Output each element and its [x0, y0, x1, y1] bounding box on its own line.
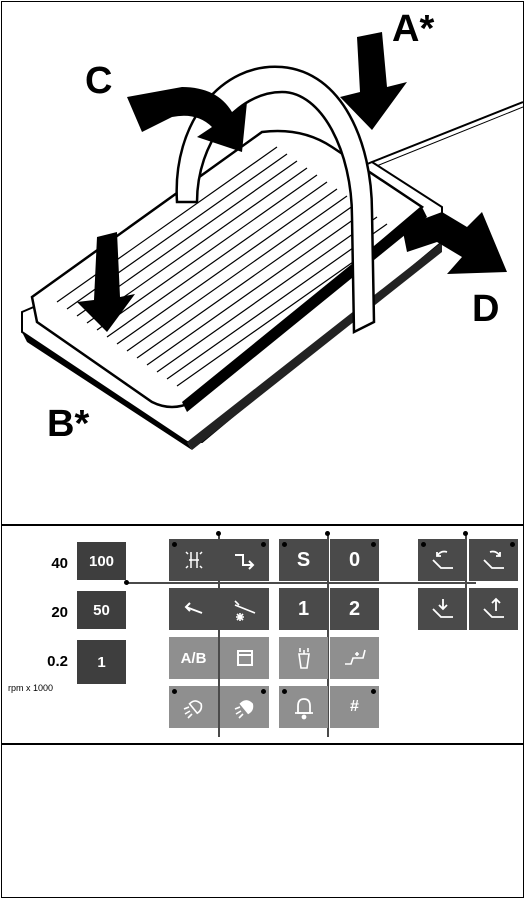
window-icon	[236, 650, 253, 666]
two-key[interactable]: 2	[330, 588, 379, 630]
chair-down-icon	[431, 599, 453, 618]
label-a: A*	[392, 8, 435, 50]
two-label: 2	[348, 597, 361, 620]
connector-node	[463, 531, 468, 536]
connector-node	[216, 531, 221, 536]
hash-key[interactable]: #	[330, 686, 379, 728]
arrow-right-icon	[234, 554, 254, 570]
chair-up-key[interactable]	[469, 588, 518, 630]
hash-label: #	[350, 698, 359, 715]
return-key[interactable]	[169, 588, 218, 630]
bell-key[interactable]	[279, 686, 328, 728]
connector-node	[325, 531, 330, 536]
s-label: S	[296, 548, 311, 571]
window-key[interactable]	[220, 637, 269, 679]
connector-line	[126, 582, 476, 584]
bell-icon	[294, 698, 313, 720]
ab-key[interactable]: A/B	[169, 637, 218, 679]
speed-unit: rpm x 1000	[8, 683, 54, 693]
connector-line	[327, 535, 329, 737]
label-c: C	[85, 60, 113, 102]
chair-back-up-icon	[431, 550, 453, 569]
backrest-up-key[interactable]	[418, 539, 467, 581]
coolant-handpiece-icon	[233, 600, 255, 621]
zero-key[interactable]: 0	[330, 539, 379, 581]
connector-line	[218, 535, 220, 737]
cup-filler-key[interactable]	[279, 637, 328, 679]
one-label: 1	[297, 597, 310, 620]
label-d: D	[472, 288, 500, 330]
foot-control-illustration: A* C D B*	[2, 2, 524, 524]
zero-label: 0	[348, 548, 361, 571]
label-b: B*	[47, 403, 90, 445]
chair-up-icon	[482, 597, 504, 618]
speed-key-50[interactable]: 50	[77, 591, 126, 629]
ab-label: A/B	[180, 649, 207, 667]
s-key[interactable]: S	[279, 539, 328, 581]
forward-key[interactable]	[220, 539, 269, 581]
chair-down-key[interactable]	[418, 588, 467, 630]
speed-key-1[interactable]: 1	[77, 640, 126, 684]
spray-key[interactable]	[169, 539, 218, 581]
divider-bottom	[1, 743, 524, 745]
speed-label-1: 40	[51, 555, 68, 572]
cup-filler-icon	[297, 648, 310, 669]
light-on-key[interactable]	[220, 686, 269, 728]
one-key[interactable]: 1	[279, 588, 328, 630]
foot-control-drawing	[21, 32, 524, 450]
speed-label-3: 0.2	[47, 653, 68, 670]
coolant-key[interactable]	[220, 588, 269, 630]
chair-back-down-icon	[482, 550, 504, 569]
empty-area	[2, 746, 523, 896]
speed-key-100[interactable]: 100	[77, 542, 126, 580]
backrest-down-key[interactable]	[469, 539, 518, 581]
light-off-key[interactable]	[169, 686, 218, 728]
speed-label-2: 20	[51, 604, 68, 621]
control-panel: 40 100 20 50 0.2 1 rpm x 1000 A/B	[2, 527, 523, 743]
divider-top	[1, 524, 524, 526]
spray-icon	[184, 551, 203, 569]
light-on-icon	[234, 700, 253, 719]
connector-node	[124, 580, 129, 585]
chair-position-icon	[344, 649, 366, 665]
chair-position-key[interactable]	[330, 637, 379, 679]
undo-arrow-icon	[184, 602, 202, 614]
light-off-icon	[183, 700, 202, 719]
